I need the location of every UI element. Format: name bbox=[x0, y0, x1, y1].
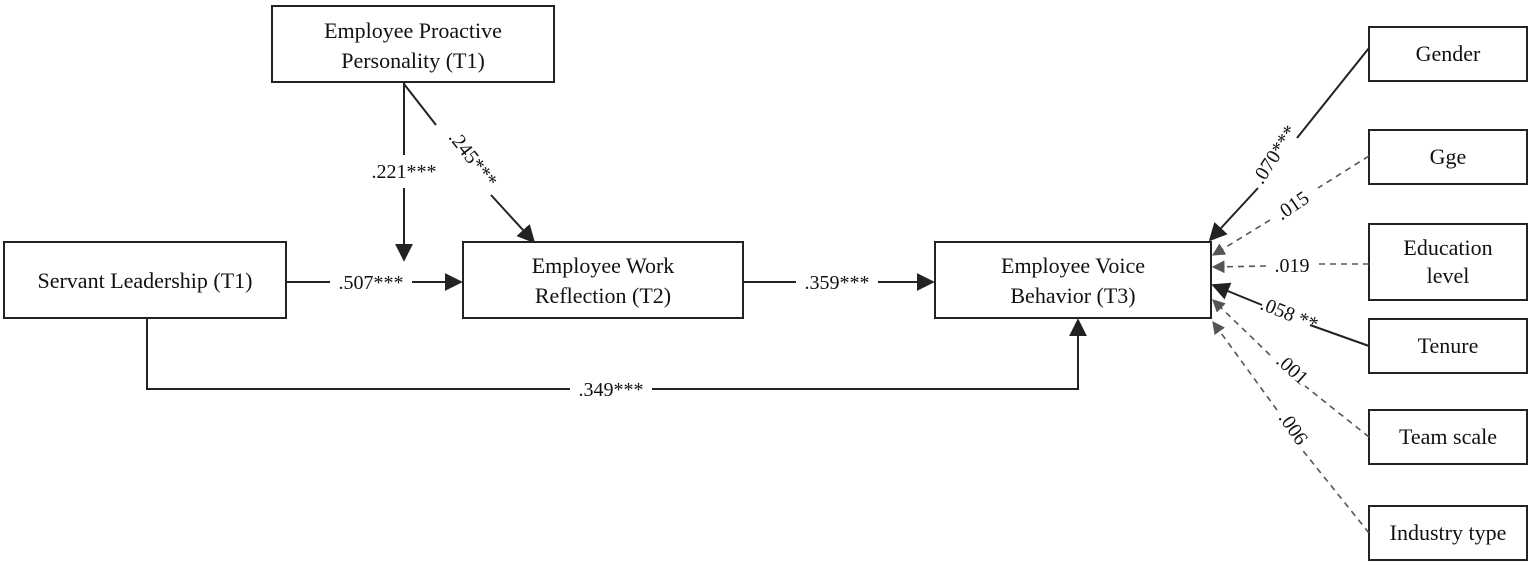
node-servant-label: Servant Leadership (T1) bbox=[37, 268, 252, 293]
coef-age: .015 bbox=[1272, 187, 1313, 225]
path-proactive-reflection-b bbox=[490, 194, 536, 244]
coef-team: .001 bbox=[1272, 350, 1313, 390]
control-tenure: Tenure bbox=[1368, 318, 1528, 374]
control-gender: Gender bbox=[1368, 26, 1528, 82]
path-tenure-b bbox=[1211, 282, 1263, 306]
coef-tenure: .058 ** bbox=[1257, 293, 1321, 336]
coef-servant-voice: .349*** bbox=[579, 379, 644, 401]
coef-industry: .006 bbox=[1274, 408, 1312, 449]
node-reflection-line2: Reflection (T2) bbox=[535, 283, 671, 308]
control-age: Gge bbox=[1368, 129, 1528, 185]
path-age-a bbox=[1317, 155, 1370, 189]
control-team-label: Team scale bbox=[1399, 424, 1497, 449]
control-age-label: Gge bbox=[1430, 144, 1467, 169]
node-proactive-personality: Employee Proactive Personality (T1) bbox=[271, 5, 555, 83]
coef-reflection-voice: .359*** bbox=[805, 272, 870, 294]
path-gender-b bbox=[1208, 187, 1259, 242]
control-gender-label: Gender bbox=[1416, 41, 1481, 66]
node-work-reflection: Employee Work Reflection (T2) bbox=[462, 241, 744, 319]
path-team-b bbox=[1212, 299, 1271, 356]
path-industry-b bbox=[1212, 320, 1278, 411]
control-industry-label: Industry type bbox=[1390, 520, 1507, 545]
coef-proactive-reflection: .245*** bbox=[444, 127, 501, 192]
control-team-scale: Team scale bbox=[1368, 409, 1528, 465]
control-industry-type: Industry type bbox=[1368, 505, 1528, 561]
path-servant-voice-b bbox=[652, 318, 1087, 390]
path-education-b bbox=[1211, 260, 1267, 274]
path-industry-a bbox=[1299, 446, 1370, 534]
path-servant-voice-a bbox=[146, 318, 570, 390]
node-voice-line2: Behavior (T3) bbox=[1010, 283, 1135, 308]
coef-education: .019 bbox=[1275, 255, 1310, 277]
path-team-a bbox=[1304, 385, 1370, 438]
node-voice-line1: Employee Voice bbox=[1001, 253, 1145, 278]
path-age-b bbox=[1211, 219, 1271, 256]
node-reflection-line1: Employee Work bbox=[532, 253, 675, 278]
control-tenure-label: Tenure bbox=[1418, 333, 1479, 358]
path-gender-a bbox=[1296, 47, 1370, 139]
node-proactive-line1: Employee Proactive bbox=[324, 18, 502, 43]
node-voice-behavior: Employee Voice Behavior (T3) bbox=[934, 241, 1212, 319]
coef-moderation: .221*** bbox=[372, 161, 437, 183]
control-education: Education level bbox=[1368, 223, 1528, 301]
node-proactive-line2: Personality (T1) bbox=[341, 48, 485, 73]
control-education-line1: Education bbox=[1403, 235, 1492, 260]
coef-gender: .070*** bbox=[1248, 121, 1302, 187]
path-tenure-a bbox=[1309, 324, 1370, 347]
control-education-line2: level bbox=[1427, 263, 1470, 288]
node-servant-leadership: Servant Leadership (T1) bbox=[3, 241, 287, 319]
path-proactive-reflection-a bbox=[403, 83, 437, 126]
coef-servant-reflection: .507*** bbox=[339, 272, 404, 294]
